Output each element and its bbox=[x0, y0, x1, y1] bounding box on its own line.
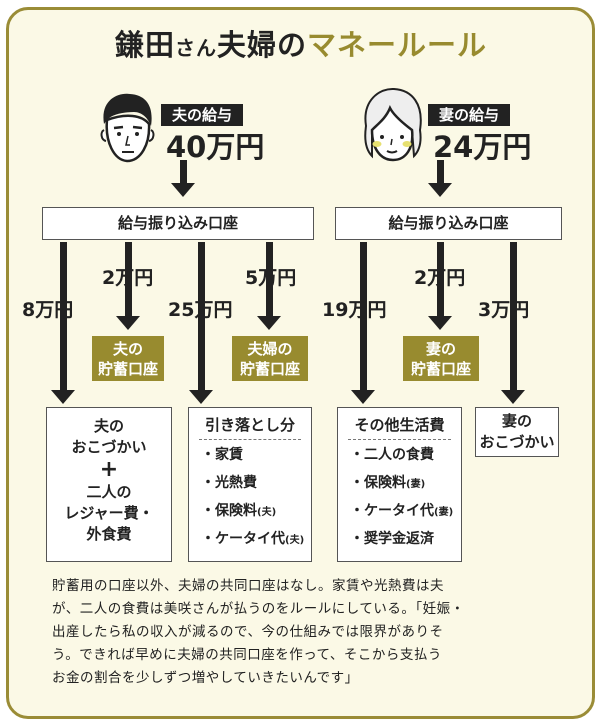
flow-label-19man: 19万円 bbox=[322, 299, 387, 321]
note-line: 出産したら私の収入が減るので、今の仕組みでは限界がありそ bbox=[52, 624, 444, 640]
flow-arrow-2man-husband bbox=[125, 242, 132, 318]
husband-salary-amount: 40万円 bbox=[166, 130, 265, 164]
flow-label-3man: 3万円 bbox=[478, 299, 530, 321]
wife-face-icon bbox=[364, 87, 422, 162]
wife-salary-amount: 24万円 bbox=[433, 130, 532, 164]
wife-allowance-line2: おこづかい bbox=[479, 433, 555, 451]
flow-label-2man-wife: 2万円 bbox=[414, 267, 466, 289]
deductions-item-text: ・ケータイ代 bbox=[201, 531, 285, 547]
flow-arrowhead-2man-husband bbox=[116, 316, 140, 330]
husband-allowance-line1: 夫の bbox=[93, 417, 124, 435]
living-heading: その他生活費 bbox=[354, 416, 445, 434]
living-item: ・ケータイ代(妻) bbox=[338, 498, 461, 526]
leisure-line3: 外食費 bbox=[86, 525, 132, 543]
deductions-item-text: ・光熱費 bbox=[201, 475, 257, 491]
husband-face-icon bbox=[100, 93, 155, 163]
wife-salary-arrowhead bbox=[428, 183, 452, 197]
flow-arrow-19man bbox=[360, 242, 367, 392]
note-line: が、二人の食費は美咲さんが払うのをルールにしている。「妊娠・ bbox=[52, 601, 465, 617]
wife-allowance-box: 妻の おこづかい bbox=[475, 407, 559, 457]
husband-allowance-box: 夫の おこづかい + 二人の レジャー費・ 外食費 bbox=[46, 407, 172, 562]
deductions-heading: 引き落とし分 bbox=[204, 416, 295, 434]
title-money-rule: マネールール bbox=[307, 28, 488, 62]
deductions-divider bbox=[199, 439, 301, 440]
husband-savings-line1: 夫の bbox=[112, 340, 143, 358]
living-divider bbox=[348, 439, 451, 440]
husband-allowance-line2: おこづかい bbox=[71, 438, 147, 456]
explanation-note: 貯蓄用の口座以外、夫婦の共同口座はなし。家賃や光熱費は夫 が、二人の食費は美咲さ… bbox=[52, 575, 552, 690]
flow-label-8man: 8万円 bbox=[22, 299, 74, 321]
flow-label-25man: 25万円 bbox=[168, 299, 233, 321]
husband-salary-tag: 夫の給与 bbox=[161, 104, 243, 126]
note-line: う。できれば早めに夫婦の共同口座を作って、そこから支払う bbox=[52, 647, 442, 663]
title-couple: 夫婦の bbox=[216, 28, 307, 62]
deductions-item: ・ケータイ代(夫) bbox=[189, 526, 311, 554]
living-item-text: ・ケータイ代 bbox=[350, 503, 434, 519]
wife-salary-arrow bbox=[437, 160, 444, 184]
page-title: 鎌田さん夫婦のマネールール bbox=[0, 22, 602, 64]
living-item: ・保険料(妻) bbox=[338, 470, 461, 498]
deductions-item-paren: (夫) bbox=[285, 535, 305, 546]
living-expenses-box: その他生活費 ・二人の食費 ・保険料(妻) ・ケータイ代(妻) ・奨学金返済 bbox=[337, 407, 462, 562]
deductions-box: 引き落とし分 ・家賃 ・光熱費 ・保険料(夫) ・ケータイ代(夫) bbox=[188, 407, 312, 562]
husband-salary-arrowhead bbox=[171, 183, 195, 197]
flow-arrowhead-2man-wife bbox=[428, 316, 452, 330]
living-item-text: ・奨学金返済 bbox=[350, 531, 434, 547]
deductions-item-text: ・家賃 bbox=[201, 447, 243, 463]
flow-arrow-3man bbox=[510, 242, 517, 392]
flow-arrow-8man bbox=[60, 242, 67, 392]
flow-label-2man-husband: 2万円 bbox=[102, 267, 154, 289]
title-honorific: さん bbox=[174, 36, 217, 60]
flow-arrowhead-25man bbox=[189, 390, 213, 404]
title-name: 鎌田 bbox=[114, 28, 175, 62]
couple-savings-line2: 貯蓄口座 bbox=[239, 360, 300, 378]
husband-salary-arrow bbox=[180, 160, 187, 184]
couple-savings-line1: 夫婦の bbox=[247, 340, 293, 358]
plus-sign: + bbox=[99, 457, 119, 482]
husband-savings-line2: 貯蓄口座 bbox=[97, 360, 158, 378]
living-item-text: ・保険料 bbox=[350, 475, 406, 491]
wife-salary-tag: 妻の給与 bbox=[428, 104, 510, 126]
leisure-line2: レジャー費・ bbox=[64, 504, 154, 522]
wife-allowance-line1: 妻の bbox=[501, 412, 532, 430]
living-item-paren: (妻) bbox=[434, 507, 454, 518]
flow-arrowhead-5man bbox=[257, 316, 281, 330]
deductions-item: ・光熱費 bbox=[189, 470, 311, 498]
wife-savings-account: 妻の 貯蓄口座 bbox=[403, 336, 479, 381]
deductions-item: ・家賃 bbox=[189, 442, 311, 470]
note-line: お金の割合を少しずつ増やしていきたいんです」 bbox=[52, 670, 359, 686]
wife-savings-line1: 妻の bbox=[425, 340, 456, 358]
flow-arrow-2man-wife bbox=[437, 242, 444, 318]
flow-label-5man: 5万円 bbox=[245, 267, 297, 289]
flow-arrow-25man bbox=[198, 242, 205, 392]
husband-salary-account: 給与振り込み口座 bbox=[42, 207, 314, 240]
living-item: ・二人の食費 bbox=[338, 442, 461, 470]
flow-arrowhead-19man bbox=[351, 390, 375, 404]
flow-arrowhead-8man bbox=[51, 390, 75, 404]
flow-arrow-5man bbox=[266, 242, 273, 318]
flow-arrowhead-3man bbox=[501, 390, 525, 404]
leisure-line1: 二人の bbox=[86, 483, 132, 501]
couple-savings-account: 夫婦の 貯蓄口座 bbox=[232, 336, 308, 381]
deductions-item: ・保険料(夫) bbox=[189, 498, 311, 526]
living-item: ・奨学金返済 bbox=[338, 526, 461, 554]
living-item-paren: (妻) bbox=[406, 479, 426, 490]
note-line: 貯蓄用の口座以外、夫婦の共同口座はなし。家賃や光熱費は夫 bbox=[52, 578, 444, 594]
wife-salary-account: 給与振り込み口座 bbox=[335, 207, 562, 240]
living-item-text: ・二人の食費 bbox=[350, 447, 434, 463]
husband-savings-account: 夫の 貯蓄口座 bbox=[92, 336, 164, 381]
deductions-item-paren: (夫) bbox=[257, 507, 277, 518]
wife-savings-line2: 貯蓄口座 bbox=[410, 360, 471, 378]
deductions-item-text: ・保険料 bbox=[201, 503, 257, 519]
